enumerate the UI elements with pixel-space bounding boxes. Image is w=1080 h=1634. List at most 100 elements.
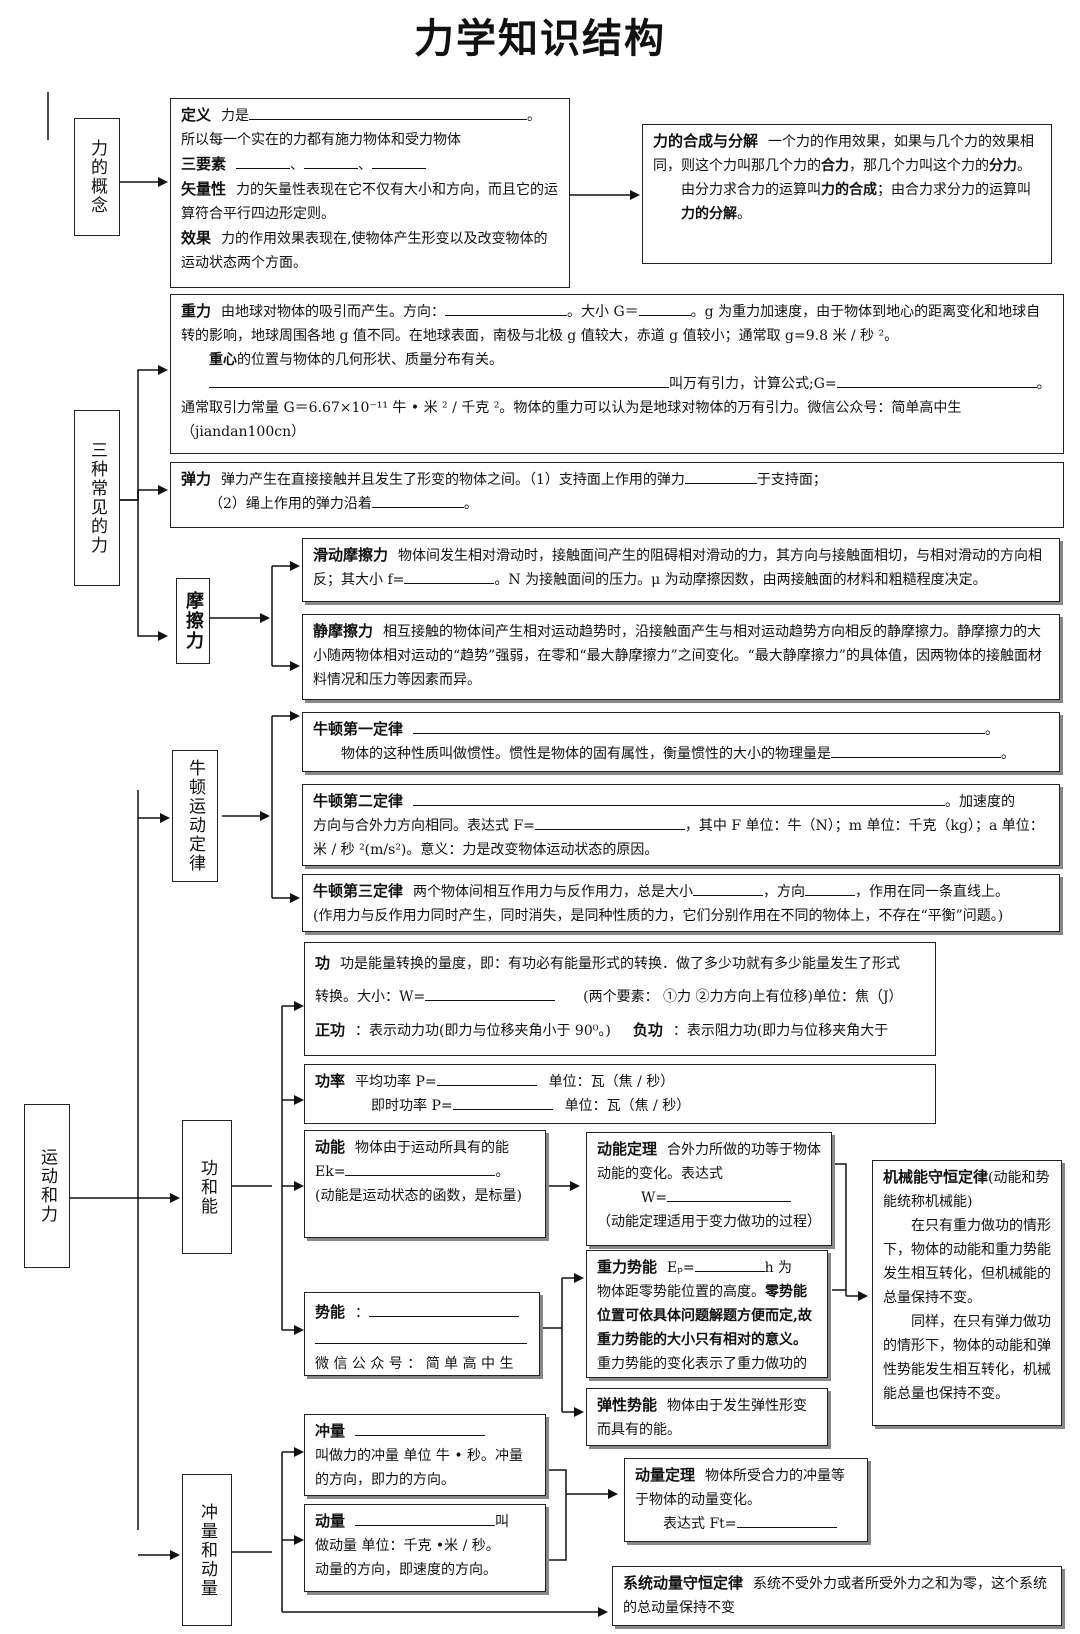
positive-work-text: ：表示动力功(即力与位移夹角小于 90⁰。) — [355, 1023, 611, 1039]
center-of-gravity-term: 重心 — [209, 352, 237, 368]
definition-end: 。 — [527, 108, 542, 124]
box-force-composition: 力的合成与分解一个力的作用效果，如果与几个力的效果相同，则这个力叫那几个力的合力… — [642, 124, 1052, 264]
blank — [372, 154, 427, 169]
kinetic-text: 。 — [495, 1164, 510, 1180]
box-sliding-friction: 滑动摩擦力物体间发生相对滑动时，接触面间产生的阻碍相对滑动的力，其方向与接触面相… — [302, 538, 1060, 602]
gravity-text: 。大小 G＝ — [567, 304, 639, 320]
blank — [452, 1095, 553, 1110]
work-heading: 功 — [315, 954, 331, 972]
box-momentum-conservation: 系统动量守恒定律系统不受外力或者所受外力之和为零，这个系统的总动量保持不变 — [612, 1566, 1062, 1626]
elastic-text: 。 — [463, 496, 478, 512]
newton-first-text: 物体的这种性质叫做惯性。惯性是物体的固有属性，衡量惯性的大小的物理量是 — [341, 746, 831, 762]
effect-heading: 效果 — [181, 229, 212, 247]
potential-heading: 势能 — [315, 1303, 346, 1321]
gravity-heading: 重力 — [181, 302, 212, 320]
definition-heading: 定义 — [181, 106, 212, 124]
blank — [236, 154, 291, 169]
blank — [413, 719, 986, 734]
elastic-text: 弹力产生在直接接触并且发生了形变的物体之间。（1）支持面上作用的弹力 — [221, 472, 685, 488]
blank — [436, 1071, 537, 1086]
blank — [638, 301, 691, 316]
box-elastic-force: 弹力弹力产生在直接接触并且发生了形变的物体之间。（1）支持面上作用的弹力于支持面… — [170, 462, 1064, 528]
gravity-text: 。 — [1036, 376, 1051, 392]
momentum-theorem-text: 表达式 Ft= — [663, 1516, 737, 1532]
blank — [209, 373, 669, 388]
work-text: (两个要素： ①力 ②力方向上有位移)单位：焦（J） — [583, 989, 903, 1005]
newton-second-text: ，其中 F 单位：牛（N）；m 单位：千克（kg）；a 单位： — [684, 818, 1044, 834]
composition-term: 力的合成 — [821, 182, 877, 198]
blank — [836, 373, 1037, 388]
potential-text: ： — [355, 1305, 370, 1321]
blank — [831, 743, 1001, 758]
momentum-theorem-heading: 动量定理 — [635, 1466, 696, 1484]
blank — [736, 1513, 837, 1528]
box-mechanical-energy-conservation: 机械能守恒定律(动能和势能统称机械能) 在只有重力做功的情形下，物体的动能和重力… — [872, 1160, 1062, 1426]
static-friction-heading: 静摩擦力 — [313, 622, 374, 640]
box-newton-third: 牛顿第三定律两个物体间相互作用力与反作用力，总是大小，方向，作用在同一条直线上。… — [302, 874, 1060, 932]
positive-work-heading: 正功 — [315, 1021, 346, 1039]
box-static-friction: 静摩擦力相互接触的物体间产生相对运动趋势时，沿接触面产生与相对运动趋势方向相反的… — [302, 614, 1060, 700]
box-momentum: 动量叫 做动量 单位：千克 •米 / 秒。 动量的方向，即速度的方向。 — [304, 1504, 546, 1592]
mechanical-conservation-note: (动能和势能统称机械能) — [883, 1170, 1050, 1210]
label-three-forces: 三种常见的力 — [74, 410, 120, 586]
zero-potential-note: 零势能位置可依具体问题解题方便而定,故重力势能的大小只有相对的意义。 — [597, 1284, 812, 1348]
blank — [371, 493, 464, 508]
newton-second-text: 。加速度的 — [945, 794, 1016, 810]
box-kinetic-theorem: 动能定理合外力所做的功等于物体动能的变化。表达式 W= （动能定理适用于变力做功… — [586, 1132, 832, 1246]
blank — [694, 1257, 765, 1272]
momentum-text: 叫 — [495, 1514, 510, 1530]
box-impulse: 冲量 叫做力的冲量 单位 牛 • 秒。冲量的方向，即力的方向。 — [304, 1414, 546, 1496]
gravity-text: 的位置与物体的几何形状、质量分布有关。 — [237, 352, 503, 368]
newton-second-text: 米 / 秒 ²(m/s²)。意义：力是改变物体运动状态的原因。 — [313, 842, 659, 858]
box-potential-energy: 势能 ： 微 信 公 众 号 ： 简 单 高 中 生 — [304, 1292, 540, 1376]
label-impulse-and-momentum: 冲量和动量 — [182, 1474, 232, 1626]
vector-heading: 矢量性 — [181, 180, 227, 198]
composition-text: 。 — [1017, 158, 1031, 174]
box-newton-second: 牛顿第二定律。加速度的 方向与合外力方向相同。表达式 F=，其中 F 单位：牛（… — [302, 784, 1060, 866]
kinetic-text: (动能是运动状态的函数，是标量) — [315, 1188, 522, 1204]
gravity-text: 由地球对物体的吸引而产生。方向： — [221, 304, 446, 320]
kinetic-text: Ek= — [315, 1164, 346, 1180]
component-term: 分力 — [989, 158, 1017, 174]
gravitational-potential-text: Eₚ= — [667, 1260, 695, 1276]
momentum-heading: 动量 — [315, 1512, 346, 1530]
composition-heading: 力的合成与分解 — [653, 132, 759, 150]
elastic-potential-heading: 弹性势能 — [597, 1396, 658, 1414]
elastic-text: （2）绳上作用的弹力沿着 — [209, 496, 372, 512]
newton-second-text: 方向与合外力方向相同。表达式 F= — [313, 818, 535, 834]
work-text: 转换。大小：W= — [315, 989, 426, 1005]
momentum-text: 动量的方向，即速度的方向。 — [315, 1562, 497, 1578]
blank — [805, 881, 856, 896]
separator: 、 — [290, 157, 305, 173]
momentum-conservation-heading: 系统动量守恒定律 — [623, 1574, 744, 1592]
blank — [315, 1329, 527, 1344]
power-text: 单位：瓦（焦 / 秒） — [564, 1098, 691, 1114]
newton-first-heading: 牛顿第一定律 — [313, 720, 404, 738]
wechat-account-text: 微 信 公 众 号 ： 简 单 高 中 生 — [315, 1356, 514, 1372]
blank — [304, 154, 359, 169]
power-text: 单位：瓦（焦 / 秒） — [548, 1074, 675, 1090]
sliding-friction-text: 。N 为接触面间的压力。μ 为动摩擦因数，由两接触面的材料和粗糙程度决定。 — [494, 572, 987, 588]
vector-text: 力的矢量性表现在它不仅有大小和方向，而且它的运算符合平行四边形定则。 — [181, 182, 559, 222]
kinetic-theorem-heading: 动能定理 — [597, 1140, 658, 1158]
blank — [413, 791, 946, 806]
composition-text: ，那几个力叫这个力的 — [849, 158, 989, 174]
newton-third-text: 两个物体间相互作用力与反作用力，总是大小 — [413, 884, 694, 900]
blank — [345, 1161, 496, 1176]
gravity-constant-text: 通常取引力常量 G＝6.67×10⁻¹¹ 牛 • 米 ² / 千克 ²。物体的重… — [181, 400, 962, 440]
label-force-concept: 力的概念 — [74, 118, 120, 236]
box-kinetic-energy: 动能物体由于运动所具有的能 Ek=。 (动能是运动状态的函数，是标量) — [304, 1130, 546, 1238]
gravitational-potential-text: h 为 — [764, 1260, 793, 1276]
newton-third-heading: 牛顿第三定律 — [313, 882, 404, 900]
label-work-and-energy: 功和能 — [182, 1120, 232, 1254]
decomposition-term: 力的分解 — [681, 206, 737, 222]
blank — [667, 1187, 792, 1202]
gravity-text: 叫万有引力，计算公式;G= — [669, 376, 837, 392]
box-elastic-potential: 弹性势能物体由于发生弹性形变而具有的能。 — [586, 1388, 828, 1446]
composition-text: 由分力求合力的运算叫 — [681, 182, 821, 198]
label-newton-laws: 牛顿运动定律 — [172, 750, 218, 882]
blank — [693, 881, 764, 896]
effect-text: 力的作用效果表现在,使物体产生形变以及改变物体的运动状态两个方面。 — [181, 231, 548, 271]
box-power: 功率平均功率 P=单位：瓦（焦 / 秒） 即时功率 P=单位：瓦（焦 / 秒） — [304, 1064, 936, 1124]
